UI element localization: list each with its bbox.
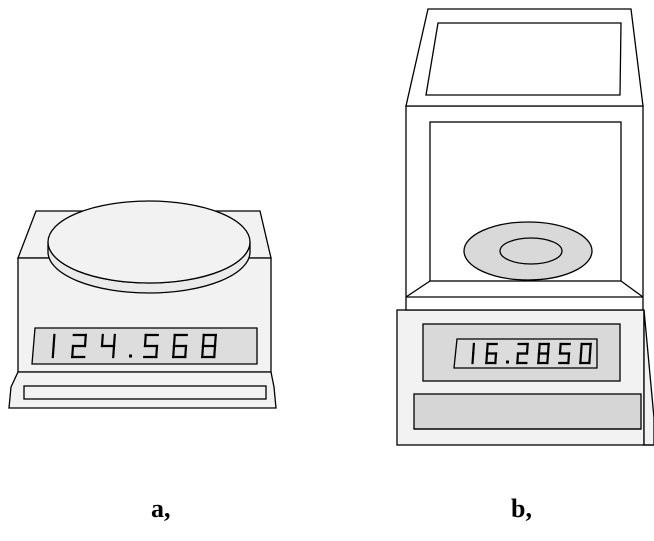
balance-b-top-box-inner xyxy=(425,22,622,96)
balance-b-front-drawer xyxy=(413,393,642,430)
readout-digit-1 xyxy=(71,333,87,359)
decimal-point xyxy=(506,360,509,364)
balance-b-base-side xyxy=(643,309,654,446)
balance-b-digit-readout xyxy=(471,342,592,365)
caption-a: a, xyxy=(151,494,171,523)
readout-digit-3 xyxy=(537,342,550,365)
readout-digit-3 xyxy=(143,333,159,359)
caption-b: b, xyxy=(511,494,532,523)
readout-digit-4 xyxy=(172,333,188,359)
readout-digit-5 xyxy=(579,342,592,365)
balance-b-pan-ring xyxy=(499,237,563,265)
readout-digit-0 xyxy=(51,333,56,359)
readout-digit-5 xyxy=(201,333,217,359)
balance-a-base-slot xyxy=(23,385,267,400)
readout-digit-2 xyxy=(100,333,116,359)
readout-digit-2 xyxy=(516,342,529,365)
readout-digit-1 xyxy=(485,342,498,365)
balance-a-weighing-pan xyxy=(47,200,251,284)
readout-digit-4 xyxy=(558,342,571,365)
balance-b-chamber-edge-right xyxy=(620,280,644,298)
readout-digit-0 xyxy=(471,342,476,365)
decimal-point xyxy=(129,354,132,358)
analytical-balance xyxy=(396,8,654,446)
balance-b-chamber-edge-left xyxy=(405,280,431,298)
balance-a-digit-readout xyxy=(51,333,217,359)
top-loading-balance xyxy=(8,200,277,409)
